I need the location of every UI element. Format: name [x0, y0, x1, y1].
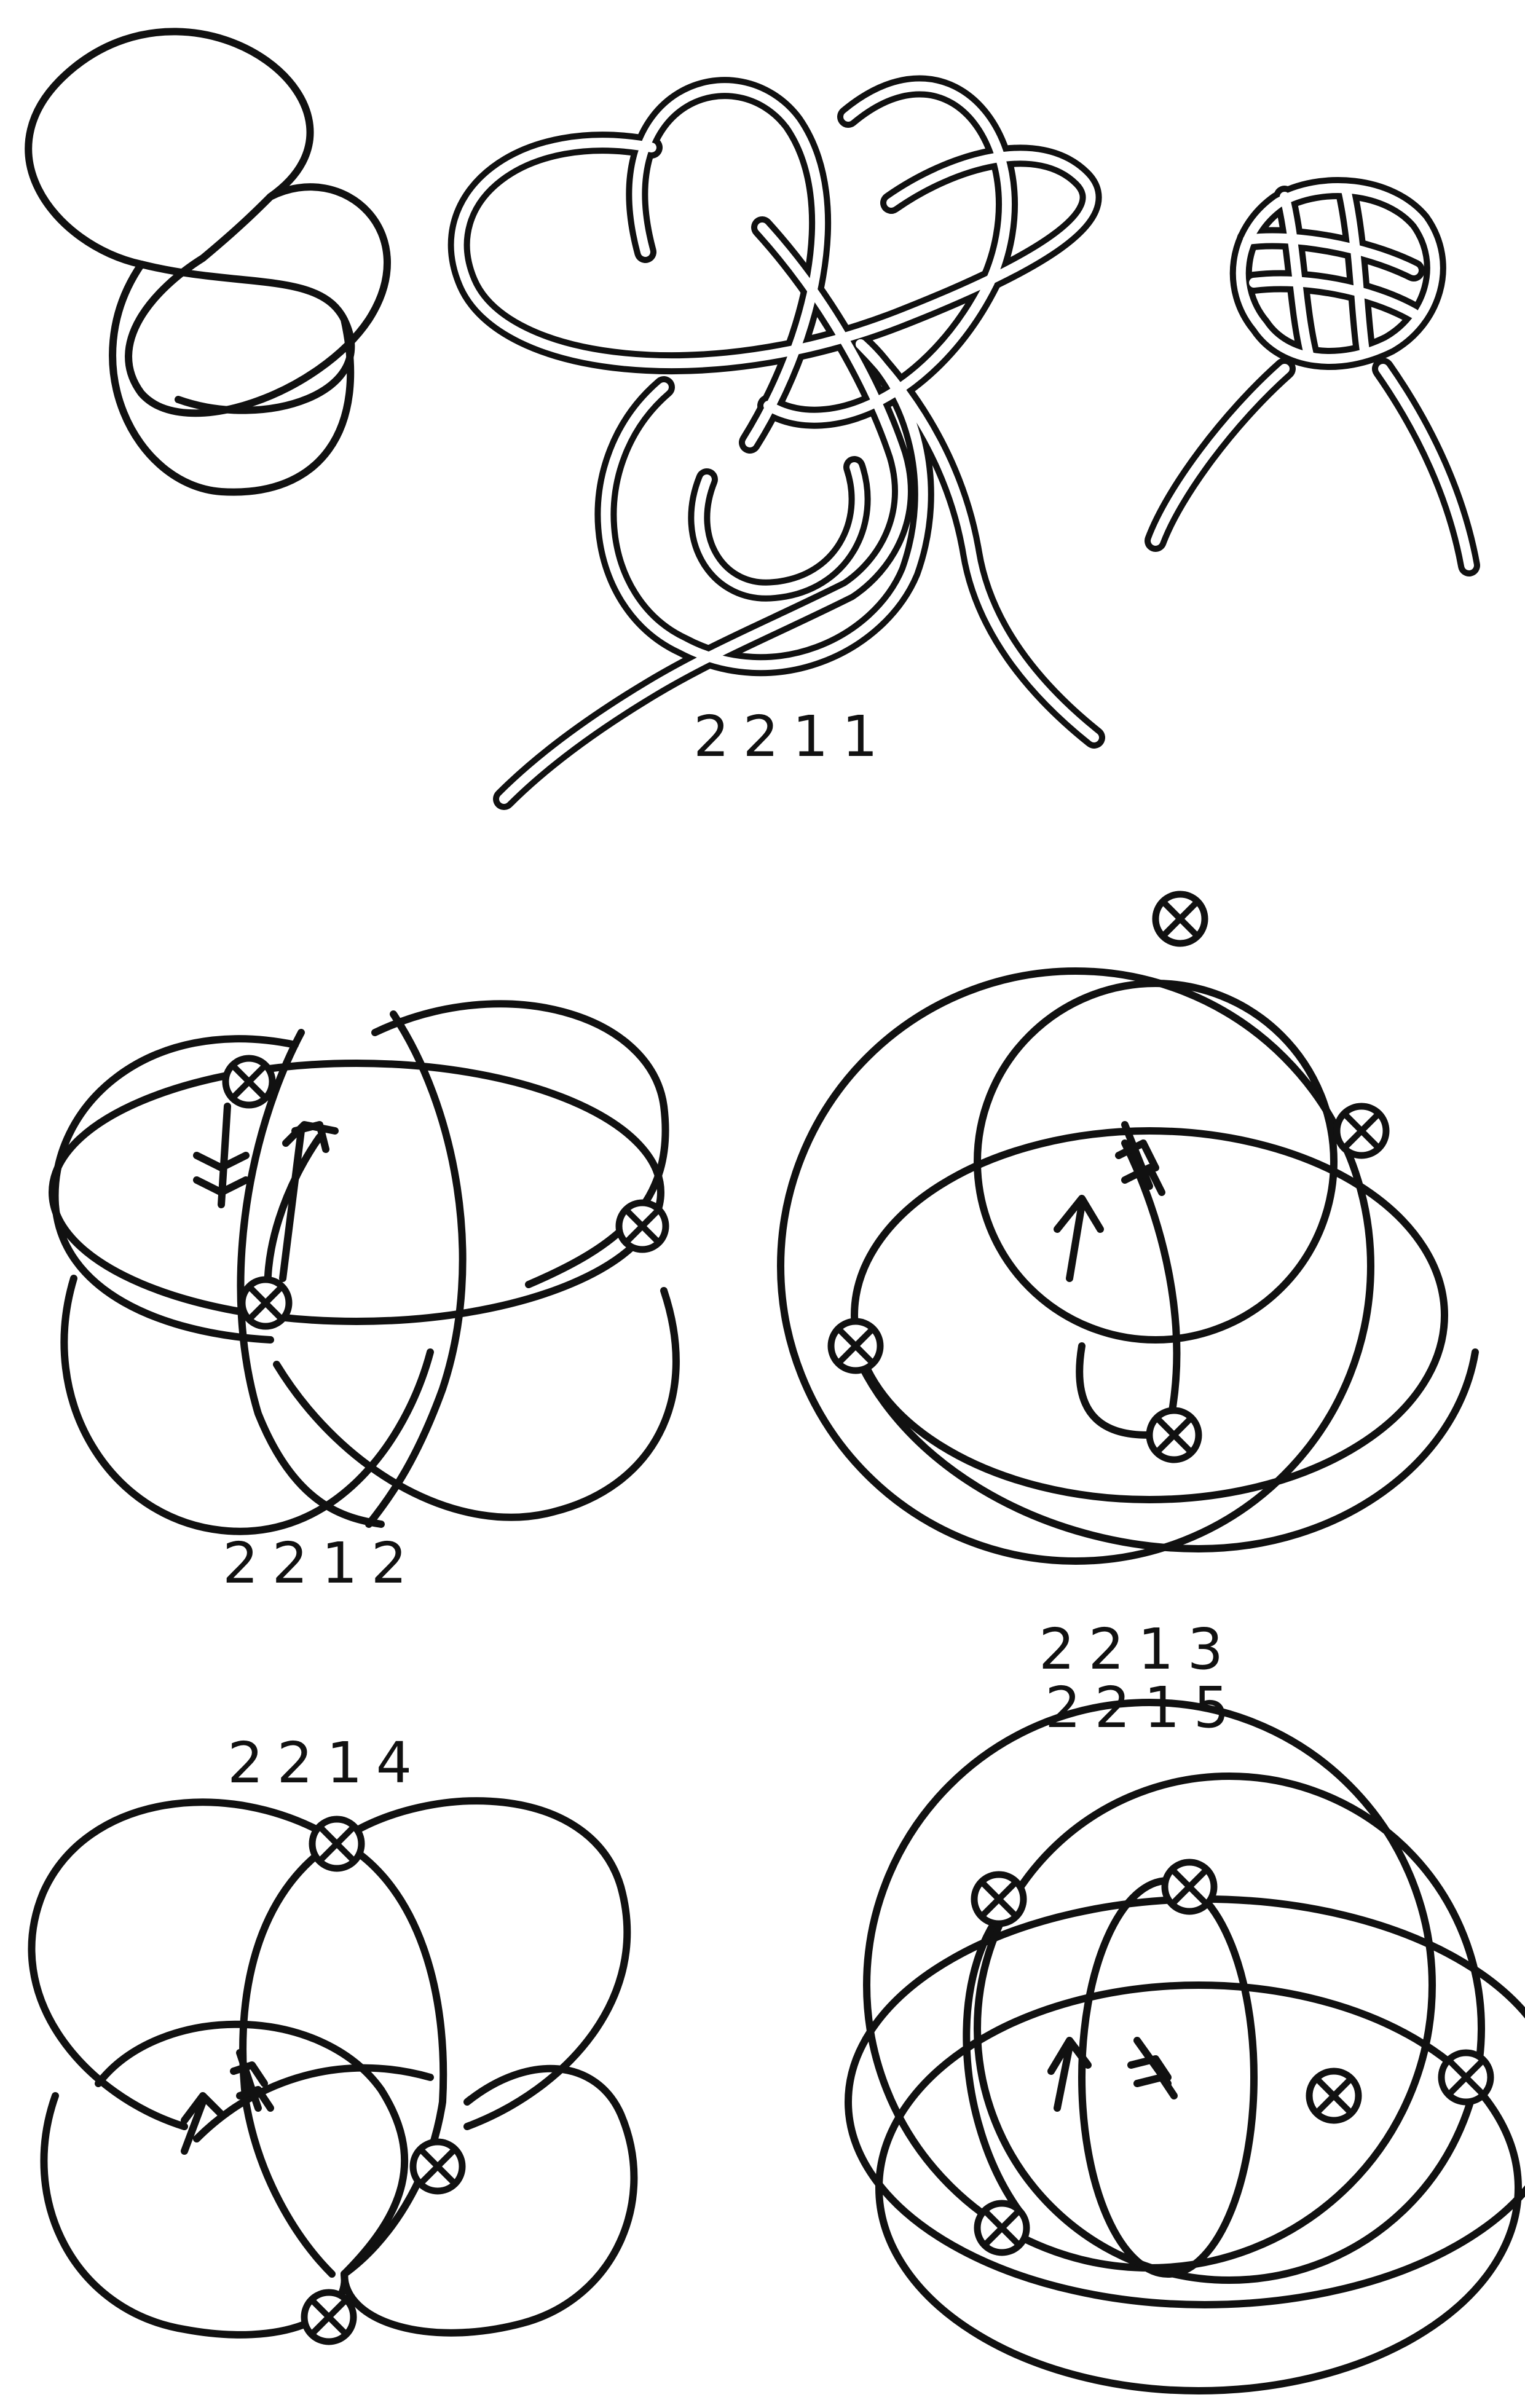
- knot-diagram-2213: [781, 894, 1475, 1561]
- arrow-feather-icon: [197, 1106, 246, 1205]
- figure-label-2213: 2213: [1039, 1616, 1237, 1682]
- crossing-marker: [977, 2203, 1027, 2253]
- figure-label-2212: 2212: [223, 1530, 420, 1596]
- crossing-marker: [831, 1321, 880, 1371]
- arrow-feather-icon: [234, 2053, 270, 2108]
- crossing-marker: [1309, 2071, 1358, 2120]
- trefoil-diagram: [28, 31, 387, 492]
- crossing-marker: [304, 2292, 353, 2342]
- crossing-marker: [312, 1819, 361, 1868]
- knot-diagram-2212: [52, 1004, 676, 1531]
- crossing-marker: [1149, 1411, 1199, 1460]
- figure-label-2215: 2215: [1045, 1675, 1243, 1741]
- crossing-marker: [1156, 894, 1205, 943]
- crossing-marker: [226, 1058, 272, 1105]
- crossing-marker: [242, 1280, 289, 1326]
- arrow-feather-icon: [1131, 2040, 1174, 2096]
- crossing-marker: [1165, 1862, 1214, 1911]
- arrow-head-icon: [1057, 1198, 1100, 1278]
- figure-label-2214: 2214: [227, 1730, 425, 1796]
- crossing-marker: [619, 1203, 666, 1249]
- finished-rope-knot: [1156, 188, 1469, 565]
- knot-diagram-2215: [848, 1702, 1525, 2391]
- figure-label-2211: 2211: [693, 704, 891, 769]
- crossing-marker: [974, 1875, 1023, 1924]
- rope-knot-2211: [459, 86, 1094, 799]
- crossing-marker: [1441, 2053, 1491, 2102]
- crossing-marker: [1337, 1106, 1386, 1155]
- knot-diagram-2214: [32, 1801, 634, 2342]
- crossing-marker: [413, 2142, 462, 2191]
